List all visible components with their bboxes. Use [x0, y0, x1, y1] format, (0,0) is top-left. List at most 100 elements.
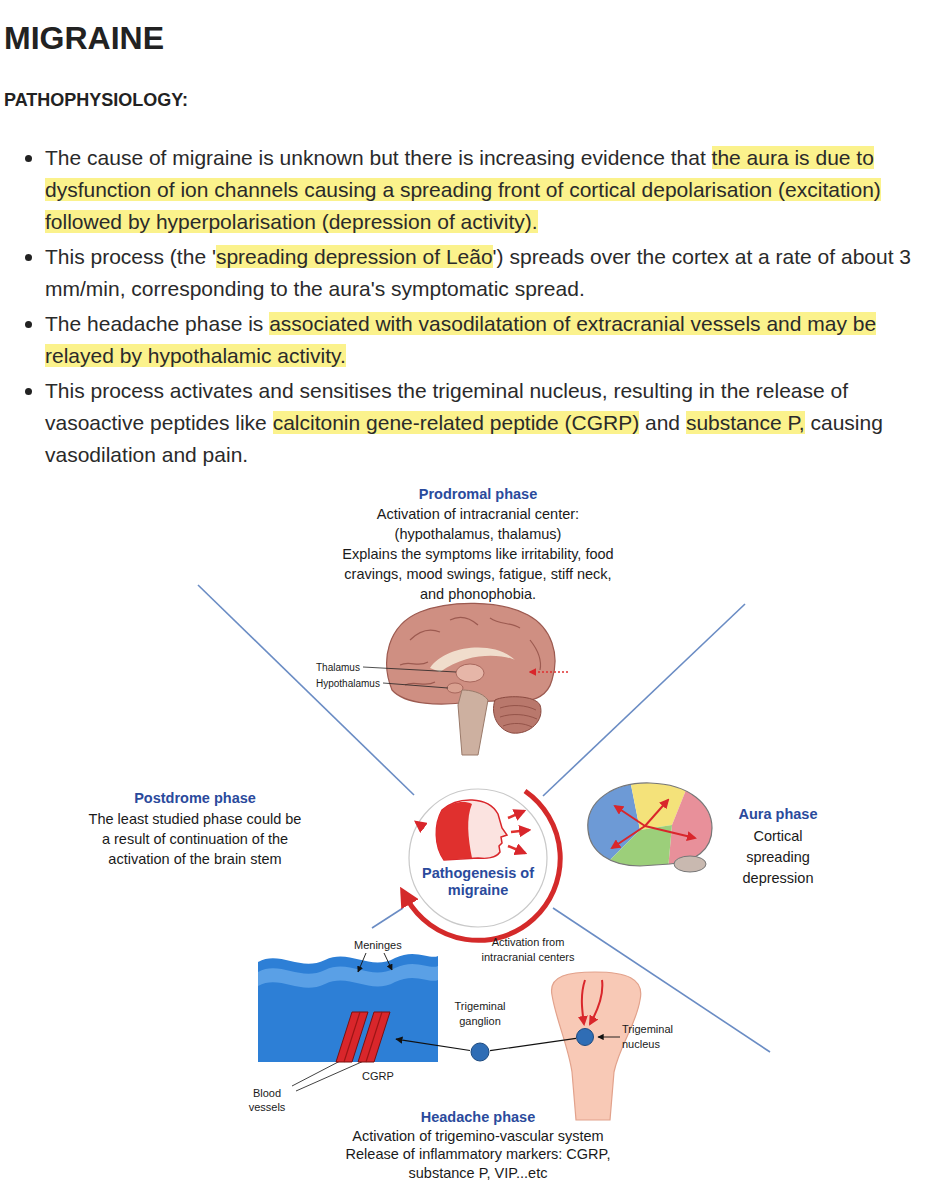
- section-heading: PATHOPHYSIOLOGY:: [4, 88, 188, 112]
- sagittal-brain-illustration: [494, 697, 541, 733]
- pathogenesis-circle: Pathogenesis of migraine: [408, 788, 548, 928]
- part-label: Meninges: [354, 938, 402, 953]
- sagittal-brain-illustration: [400, 618, 541, 685]
- sagittal-brain-illustration: [450, 618, 478, 625]
- pathogenesis-circle-outline: [409, 789, 547, 927]
- sagittal-brain-illustration: [447, 683, 463, 693]
- sagittal-brain-illustration: [500, 706, 537, 727]
- sagittal-brain-illustration: [363, 603, 568, 755]
- sagittal-brain-illustration: [383, 683, 448, 688]
- part-label: CGRP: [362, 1069, 394, 1084]
- phase-divider-lines: [543, 604, 745, 796]
- sagittal-brain-illustration: [530, 671, 568, 673]
- phase-text: Explains the symptoms like irritability,…: [333, 544, 623, 604]
- node-text: Blood vessels: [238, 1086, 296, 1114]
- pathogenesis-circle-outline: [508, 811, 524, 818]
- sagittal-brain-illustration: [405, 682, 435, 685]
- node-text: Trigeminal nucleus: [622, 1022, 684, 1052]
- bullet-text: and: [645, 411, 680, 434]
- bullet-item: The cause of migraine is unknown but the…: [0, 142, 925, 238]
- trigeminal-ganglion-dot-outline: [471, 1043, 489, 1061]
- phase-heading: Prodromal phase: [328, 484, 628, 504]
- sagittal-brain-illustration: [410, 630, 440, 640]
- lateral-brain-illustration: [580, 780, 720, 870]
- pathogenesis-circle-outline: [436, 800, 507, 860]
- phase-text: Activation of intracranial center:: [318, 504, 638, 524]
- bullet-dot: [25, 254, 32, 261]
- sagittal-brain-illustration: [387, 603, 555, 704]
- bullet-item: This process activates and sensitises th…: [0, 375, 925, 471]
- lateral-brain-illustration: [580, 780, 720, 872]
- highlighted-text: spreading depression of Leão: [216, 245, 493, 268]
- lateral-brain-illustration: [588, 783, 712, 866]
- part-label: Activation from intracranial centers: [467, 935, 589, 965]
- part-label: Thalamus: [316, 661, 360, 675]
- brainstem-illustration: [598, 1037, 620, 1038]
- phase-divider-lines: [372, 908, 403, 928]
- nerve-connector: [396, 1039, 470, 1050]
- bullet-item: The headache phase is associated with va…: [0, 308, 925, 372]
- bullet-dot: [25, 321, 32, 328]
- sagittal-brain-illustration: [500, 715, 537, 719]
- phase-text: Activation of trigemino-vascular system: [298, 1126, 658, 1146]
- phase-text: Cortical spreading depression: [733, 826, 823, 889]
- brainstem-illustration: [582, 980, 585, 1024]
- meninges-illustration: [358, 953, 366, 972]
- lateral-brain-illustration: [612, 800, 695, 848]
- phase-text: Release of inflammatory markers: CGRP, s…: [333, 1145, 623, 1183]
- bullet-text: This process (the ': [45, 245, 216, 268]
- part-label: Hypothalamus: [316, 677, 380, 691]
- highlighted-text: calcitonin gene-related peptide (CGRP): [273, 411, 640, 434]
- phase-heading: Headache phase: [328, 1107, 628, 1127]
- bullet-list: The cause of migraine is unknown but the…: [0, 142, 950, 474]
- node-text: Pathogenesis of migraine: [408, 865, 548, 899]
- sagittal-brain-illustration: [400, 662, 428, 665]
- lateral-brain-illustration: [612, 826, 645, 848]
- phase-heading: Aura phase: [718, 804, 838, 824]
- pathogenesis-circle-outline: [416, 811, 529, 853]
- sagittal-brain-illustration: [458, 690, 488, 755]
- meninges-illustration: [384, 953, 392, 970]
- blood-vessels-shape-outline: [344, 1012, 382, 1062]
- highlighted-text: substance P,: [686, 411, 805, 434]
- bullet-text: The headache phase is: [45, 312, 263, 335]
- trigeminal-ganglion-dot: Trigeminal ganglion: [470, 1042, 490, 1062]
- node-text: Trigeminal ganglion: [445, 999, 515, 1029]
- meninges-illustration: [258, 953, 438, 1091]
- trigeminal-ganglion-dot-outline: [470, 1042, 490, 1062]
- sagittal-brain-illustration: [500, 706, 536, 710]
- meninges-illustration: [258, 954, 438, 1062]
- trigeminal-nucleus-dot-outline: [576, 1028, 594, 1046]
- lateral-brain-illustration: [645, 800, 668, 826]
- pathogenesis-circle-outline: [408, 788, 548, 928]
- bullet-text: The cause of migraine is unknown but the…: [45, 146, 706, 169]
- lateral-brain-illustration: [645, 826, 695, 838]
- meninges-illustration: [258, 964, 438, 988]
- blood-vessels-shape-outline: [330, 1005, 396, 1063]
- page-title: MIGRAINE: [4, 18, 164, 58]
- trigeminal-nucleus-dot-outline: [577, 1029, 594, 1046]
- pathogenesis-circle-outline: [436, 802, 472, 860]
- blood-vessels-shape: Blood vessels: [330, 1005, 396, 1063]
- pathogenesis-circle-outline: [511, 830, 529, 832]
- sagittal-brain-illustration: [363, 667, 456, 672]
- lateral-brain-illustration: [674, 856, 706, 872]
- lateral-brain-illustration: [615, 806, 645, 826]
- bullet-item: This process (the 'spreading depression …: [0, 241, 925, 305]
- bullet-dot: [25, 155, 32, 162]
- trigeminal-nucleus-dot: Trigeminal nucleus: [576, 1028, 594, 1046]
- phase-text: (hypothalamus, thalamus): [318, 524, 638, 544]
- sagittal-brain-illustration: [503, 723, 532, 727]
- bullet-dot: [25, 388, 32, 395]
- sagittal-brain-illustration: [530, 640, 541, 670]
- brainstem-illustration: [590, 980, 602, 1024]
- phase-text: The least studied phase could be a resul…: [88, 809, 303, 869]
- lateral-brain-illustration: [600, 825, 672, 870]
- pathogenesis-circle-outline: [508, 846, 525, 853]
- meninges-illustration: [296, 1060, 366, 1091]
- phase-divider-lines: [198, 585, 414, 795]
- phase-heading: Postdrome phase: [75, 788, 315, 808]
- sagittal-brain-illustration: [456, 664, 484, 682]
- nerve-connector: [490, 1038, 576, 1050]
